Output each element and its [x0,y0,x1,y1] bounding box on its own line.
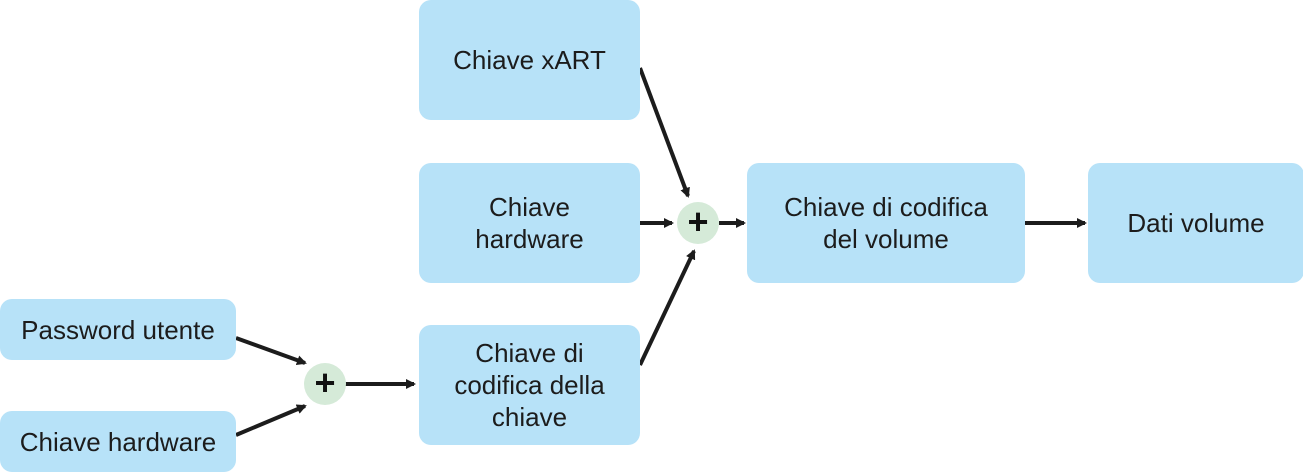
user-password-label: Password utente [21,314,215,345]
plus-operator-top: + [677,202,719,244]
arrow-hwkey-to-plus [235,404,307,437]
key-encryption-key-label: Chiave di codifica della chiave [454,338,605,432]
arrow-xart-to-plus [638,67,690,198]
plus-icon: + [314,362,336,403]
volume-data-label: Dati volume [1127,208,1265,238]
plus-operator-bottom: + [304,363,346,405]
volume-encryption-key-label: Chiave di codifica del volume [784,192,988,254]
xart-key-label: Chiave xART [453,45,606,75]
xart-key-box: Chiave xART [419,0,640,120]
plus-icon: + [687,201,709,242]
user-password-box: Password utente [0,299,236,360]
hardware-key-top-label: Chiave hardware [475,192,584,254]
arrow-kek-to-plus [638,249,696,366]
hardware-key-bottom-box: Chiave hardware [0,411,236,472]
volume-encryption-key-box: Chiave di codifica del volume [747,163,1025,283]
arrow-password-to-plus [235,336,307,365]
hardware-key-top-box: Chiave hardware [419,163,640,283]
hardware-key-bottom-label: Chiave hardware [19,426,217,457]
volume-data-box: Dati volume [1088,163,1303,283]
key-encryption-key-box: Chiave di codifica della chiave [419,325,640,445]
